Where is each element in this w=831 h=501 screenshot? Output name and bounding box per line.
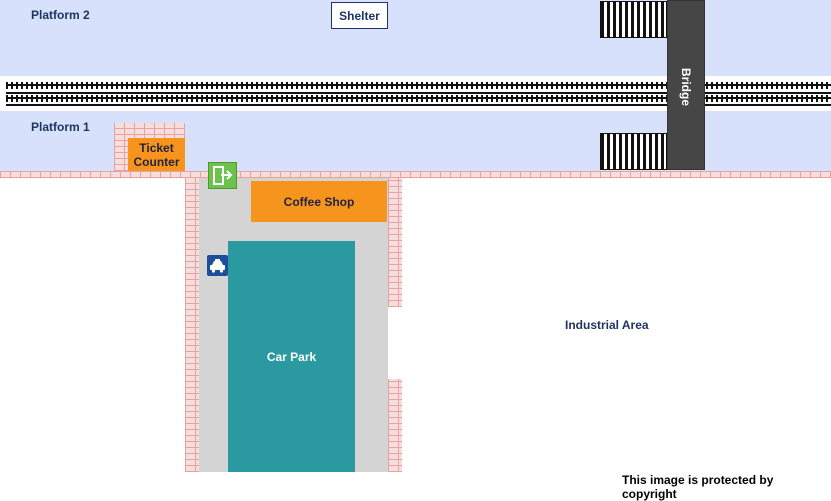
taxi-icon	[207, 255, 228, 276]
car-park-label: Car Park	[266, 349, 317, 364]
road-wall-left	[185, 178, 199, 472]
copyright-notice: This image is protected by copyright	[622, 473, 774, 501]
railway-track	[6, 81, 831, 108]
industrial-area-label: Industrial Area	[565, 318, 649, 332]
road-wall-right-lower	[388, 379, 402, 472]
shelter: Shelter	[331, 2, 388, 29]
bridge-label: Bridge	[679, 67, 693, 107]
platform-2-label: Platform 2	[31, 8, 90, 22]
road-wall-right-upper	[388, 178, 402, 307]
station-wall	[0, 171, 831, 178]
bridge-stairs-top	[600, 1, 667, 38]
platform-2	[0, 0, 831, 76]
ticket-counter: Ticket Counter	[128, 138, 185, 171]
bridge-stairs-bottom	[600, 133, 667, 170]
exit-sign-icon	[208, 162, 237, 189]
coffee-shop: Coffee Shop	[251, 181, 387, 222]
shelter-label: Shelter	[339, 8, 380, 23]
ticket-counter-label: Ticket Counter	[133, 140, 180, 169]
coffee-shop-label: Coffee Shop	[283, 194, 355, 209]
platform-1-label: Platform 1	[31, 120, 90, 134]
car-park: Car Park	[228, 241, 355, 472]
bridge: Bridge	[667, 0, 705, 170]
